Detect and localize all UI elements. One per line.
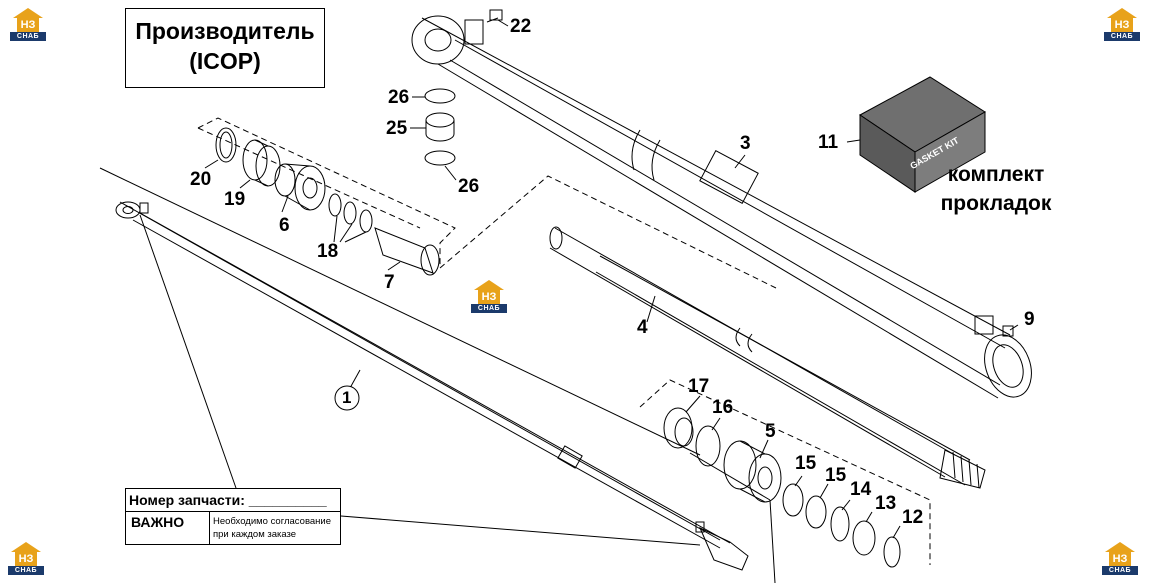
callout-15b: 15	[825, 465, 847, 486]
callout-6: 6	[279, 215, 290, 236]
part-18-ring-a	[328, 193, 342, 217]
callout-4: 4	[637, 317, 648, 338]
part-18-ring-b	[343, 201, 357, 225]
part-15-ring-b	[805, 495, 827, 529]
piston-rod	[549, 226, 986, 489]
callout-19: 19	[224, 189, 246, 210]
important-note-line1: Необходимо согласование	[213, 516, 331, 527]
part-18-ring-c	[359, 209, 373, 233]
callout-14: 14	[850, 479, 872, 500]
part-20-ring	[215, 127, 237, 163]
cylinder-tube	[99, 167, 776, 583]
callout-13: 13	[875, 493, 897, 514]
callout-22: 22	[510, 16, 532, 37]
leader-lines	[139, 19, 1019, 546]
callout-7: 7	[384, 272, 395, 293]
part-number-label: Номер запчасти: __________	[126, 489, 340, 512]
callout-18: 18	[317, 241, 339, 262]
callout-11: 11	[818, 132, 839, 153]
part-26-ring-bottom	[424, 150, 456, 166]
callout-9: 9	[1024, 309, 1035, 330]
part-16-ring	[695, 425, 721, 467]
important-note-line2: при каждом заказе	[213, 529, 297, 540]
callout-26b: 26	[458, 176, 480, 197]
part-26-ring-top	[424, 88, 456, 104]
part-7-sleeve	[374, 227, 440, 276]
group-outline-piston-seals	[197, 117, 456, 268]
manufacturer-line1: Производитель	[135, 18, 315, 44]
important-label: ВАЖНО	[126, 512, 210, 545]
callout-12: 12	[902, 507, 924, 528]
manufacturer-line2: (ICOP)	[189, 48, 261, 74]
gasket-kit-label-line2: прокладок	[940, 192, 1052, 215]
group-outline-piston	[639, 379, 931, 565]
cylinder-barrel	[411, 9, 1032, 399]
part-14-ring	[830, 506, 850, 542]
gasket-kit-label: комплект прокладок	[934, 160, 1058, 218]
callout-16: 16	[712, 397, 734, 418]
callout-17: 17	[688, 376, 710, 397]
gasket-kit-box	[859, 76, 986, 193]
callout-3: 3	[740, 133, 751, 154]
part-19-seal	[242, 139, 281, 187]
part-13-ring	[852, 520, 876, 556]
group-outline-rod	[439, 175, 777, 289]
part-25-bushing	[425, 112, 455, 142]
callout-26a: 26	[388, 87, 410, 108]
part-15-ring-a	[782, 483, 804, 517]
part-12-ring	[883, 536, 901, 568]
callout-1: 1	[342, 388, 352, 407]
part-number-table: Номер запчасти: __________ ВАЖНО Необход…	[125, 488, 341, 545]
important-row: ВАЖНО Необходимо согласование при каждом…	[126, 512, 340, 545]
part-5-piston	[723, 440, 782, 503]
callout-25: 25	[386, 118, 408, 139]
callout-15a: 15	[795, 453, 817, 474]
manufacturer-box: Производитель (ICOP)	[125, 8, 325, 88]
callout-1-circle	[334, 385, 360, 411]
important-note: Необходимо согласование при каждом заказ…	[210, 512, 340, 545]
part-17-seal	[663, 407, 694, 449]
callout-20: 20	[190, 169, 212, 190]
callout-5: 5	[765, 421, 776, 442]
part-6-head	[274, 163, 326, 211]
gasket-kit-label-line1: комплект	[947, 163, 1045, 186]
